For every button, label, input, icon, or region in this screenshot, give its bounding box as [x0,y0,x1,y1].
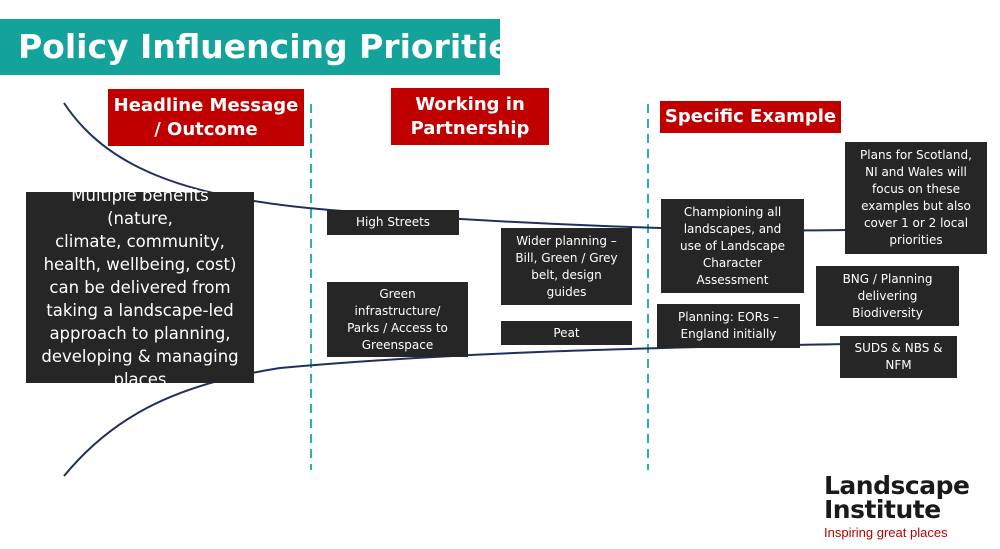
logo-line-2: Institute [824,495,941,524]
partnership-item-high-streets: High Streets [327,210,459,235]
example-item-planning-eors: Planning: EORs – England initially [657,304,800,348]
example-item-championing-landscapes: Championing all landscapes, and use of L… [661,199,804,293]
header-headline-message: Headline Message / Outcome [108,89,304,146]
logo-line-1: Landscape [824,471,970,500]
example-item-bng-planning: BNG / Planning delivering Biodiversity [816,266,959,326]
landscape-institute-logo: Landscape Institute Inspiring great plac… [824,471,974,542]
example-item-devolved-plans: Plans for Scotland, NI and Wales will fo… [845,142,987,254]
page-title: Policy Influencing Priorities [0,19,530,75]
partnership-item-wider-planning: Wider planning – Bill, Green / Grey belt… [501,228,632,305]
partnership-item-green-infrastructure: Green infrastructure/ Parks / Access to … [327,282,468,357]
header-specific-example: Specific Example [660,101,841,133]
example-item-suds-nbs-nfm: SUDS & NBS & NFM [840,336,957,378]
logo-tagline: Inspiring great places [824,525,948,540]
partnership-item-peat: Peat [501,321,632,345]
header-working-in-partnership: Working in Partnership [391,88,549,145]
headline-message-box: Multiple benefits (nature, climate, comm… [26,186,254,389]
